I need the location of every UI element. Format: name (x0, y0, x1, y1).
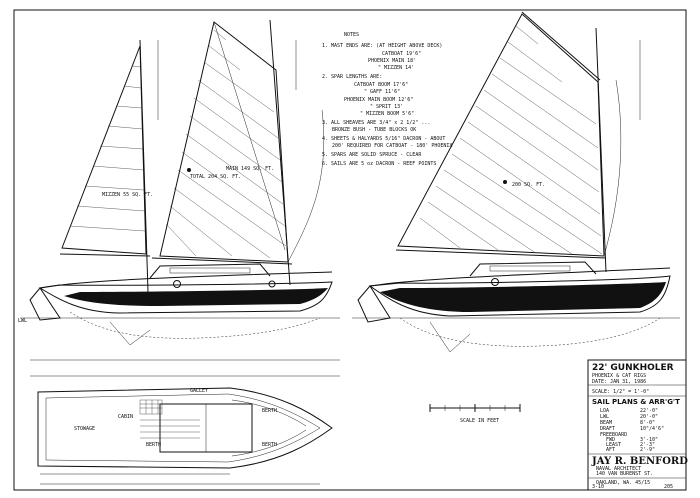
stowage-label: STOWAGE (74, 426, 95, 432)
plans-heading: SAIL PLANS & ARR'G'T (592, 398, 680, 406)
title-text: 22' GUNKHOLER (592, 363, 674, 373)
scale-bar-label: SCALE IN FEET (460, 418, 499, 424)
spec-value-0: 22'-0" (640, 408, 658, 414)
note-line-9: " MIZZEN BOOM 5'6" (360, 111, 414, 117)
note-line-7: PHOENIX MAIN BOOM 12'6" (344, 97, 413, 103)
catboat-profile: 200 SQ. FT. (352, 11, 680, 353)
spec-name-5: FWD (606, 437, 615, 443)
galley-label: GALLEY (190, 388, 208, 394)
spec-name-1: LWL (600, 414, 609, 420)
spec-value-7: 2'-9" (640, 447, 655, 453)
total-area-label: TOTAL 204 SQ. FT. (190, 174, 241, 180)
note-line-6: " GAFF 11'6" (364, 89, 400, 95)
notes-block: NOTES 1. MAST ENDS ARE: (AT HEIGHT ABOVE… (322, 32, 452, 167)
lwl-label-left: LWL (18, 318, 27, 324)
note-line-5: CATBOAT BOOM 17'6" (354, 82, 408, 88)
mizzen-area-label: MIZZEN 55 SQ. FT. (102, 192, 153, 198)
note-line-3: " MIZZEN 14' (378, 65, 414, 71)
designer-city: OAKLAND, WA. 45/15 (596, 480, 650, 486)
arrangement-plan: STOWAGE CABIN GALLEY BERTH BERTH BERTH (30, 359, 340, 485)
note-line-8: " SPRIT 13' (370, 104, 403, 110)
note-line-1: CATBOAT 19'6" (382, 51, 421, 57)
spec-name-4: FREEBOARD (600, 432, 627, 438)
subtitle-text: PHOENIX & CAT RIGS (592, 373, 646, 379)
cat-area-label: 200 SQ. FT. (512, 182, 545, 188)
berth-label-aft: BERTH (146, 442, 161, 448)
spec-value-1: 20'-0" (640, 414, 658, 420)
title-block: 22' GUNKHOLER PHOENIX & CAT RIGS DATE: J… (587, 359, 688, 491)
drawing-mark: 205 (664, 484, 673, 490)
main-area-label: MAIN 149 SQ. FT. (226, 166, 274, 172)
spec-value-6: 2'-3" (640, 442, 655, 448)
note-line-12: 4. SHEETS & HALYARDS 5/16" DACRON - ABOU… (322, 136, 445, 142)
berth-label-fwd-1: BERTH (262, 408, 277, 414)
note-line-13: 200' REQUIRED FOR CATBOAT - 180' PHOENIX (332, 143, 452, 149)
spec-value-3: 10"/4'6" (640, 426, 664, 432)
scale-bar: SCALE IN FEET (429, 404, 521, 424)
note-line-11: BRONZE BUSH - TUBE BLOCKS OK (332, 127, 416, 133)
designer-address: 140 VAN BURENST ST. (596, 471, 653, 477)
spec-name-0: LOA (600, 408, 609, 414)
spec-name-3: DRAFT (600, 426, 615, 432)
note-line-4: 2. SPAR LENGTHS ARE: (322, 74, 382, 80)
date-text: DATE: JAN 31, 1986 (592, 379, 646, 385)
note-line-10: 3. ALL SHEAVES ARE 3/4" x 2 1/2" ... (322, 120, 430, 126)
note-line-15: 6. SAILS ARE 5 oz DACRON - REEF POINTS (322, 161, 436, 167)
spec-name-7: AFT (606, 447, 615, 453)
drawing-border (13, 9, 687, 491)
designer-sub: NAVAL ARCHITECT (596, 466, 641, 472)
spec-name-2: BEAM (600, 420, 612, 426)
cabin-label: CABIN (118, 414, 133, 420)
spec-value-5: 3'-10" (640, 437, 658, 443)
note-line-2: PHOENIX MAIN 18' (368, 58, 416, 64)
designer-name: JAY R. BENFORD (591, 456, 688, 467)
spec-value-2: 8'-0" (640, 420, 655, 426)
scale-text: SCALE: 1/2" = 1'-0" (592, 389, 649, 395)
phoenix-ketch-profile: MIZZEN 55 SQ. FT. MAIN 149 SQ. FT. TOTAL… (18, 19, 340, 346)
berth-label-fwd-2: BERTH (262, 442, 277, 448)
note-line-14: 5. SPARS ARE SOLID SPRUCE - CLEAR (322, 152, 422, 158)
sheet-number: 3-10 (592, 484, 604, 490)
note-line-0: 1. MAST ENDS ARE: (AT HEIGHT ABOVE DECK) (322, 43, 442, 49)
spec-name-6: LEAST (606, 442, 621, 448)
notes-heading: NOTES (344, 32, 359, 38)
